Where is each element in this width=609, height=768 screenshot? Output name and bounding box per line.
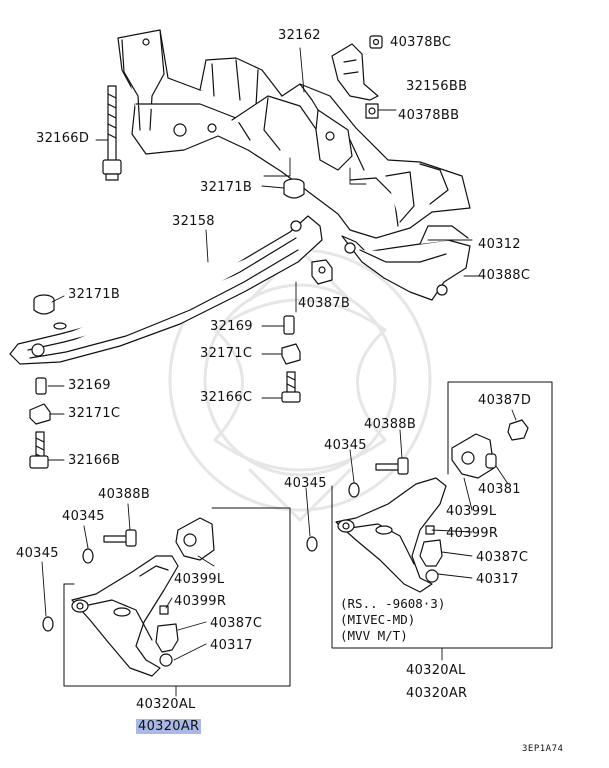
left-fastener-stack [29,377,51,469]
application-note-line-3: (MVV M/T) [340,628,408,643]
application-note-line-2: (MIVEC-MD) [340,612,416,627]
label-40387D[interactable]: 40387D [478,393,532,408]
bushing-32171B-left [33,294,55,315]
label-40399R-right[interactable]: 40399R [446,526,499,541]
nut-40387B [311,259,333,285]
label-40388B-left[interactable]: 40388B [98,487,151,502]
label-40378BC[interactable]: 40378BC [390,35,452,50]
diagram-code: 3EP1A74 [522,744,564,754]
label-32171B-upper[interactable]: 32171B [200,180,253,195]
label-32171B-left[interactable]: 32171B [68,287,121,302]
crossmember-32162 [117,29,471,301]
right-arm-group [305,381,553,661]
label-40345-right-upper[interactable]: 40345 [324,438,367,453]
label-40320AL-left[interactable]: 40320AL [136,697,196,712]
bushing-32171B-upper [283,178,305,199]
label-40387B[interactable]: 40387B [298,296,351,311]
center-fastener-stack [281,315,301,403]
label-40317-left[interactable]: 40317 [210,638,253,653]
label-40399L-right[interactable]: 40399L [446,504,497,519]
bracket-32156BB [331,35,383,119]
label-40388C[interactable]: 40388C [478,268,531,283]
bolt-32166D [102,85,122,181]
label-32166D[interactable]: 32166D [36,131,90,146]
label-40378BB[interactable]: 40378BB [398,108,460,123]
label-40345-left-lower[interactable]: 40345 [16,546,59,561]
label-32169-left[interactable]: 32169 [68,378,111,393]
label-40317-right[interactable]: 40317 [476,572,519,587]
label-40345-right-lower[interactable]: 40345 [284,476,327,491]
label-40320AL-right[interactable]: 40320AL [406,663,466,678]
label-40312[interactable]: 40312 [478,237,521,252]
label-32166C[interactable]: 32166C [200,390,253,405]
label-32171C-left[interactable]: 32171C [68,406,121,421]
label-32166B[interactable]: 32166B [68,453,121,468]
label-32158[interactable]: 32158 [172,214,215,229]
plate-32158 [9,215,323,365]
label-40388B-right[interactable]: 40388B [364,417,417,432]
label-40320AR-left-highlighted[interactable]: 40320AR [136,719,202,734]
label-40387C-left[interactable]: 40387C [210,616,263,631]
label-40387C-right[interactable]: 40387C [476,550,529,565]
leader-lines-upper [47,47,305,461]
label-32156BB[interactable]: 32156BB [406,79,468,94]
label-40345-left-upper[interactable]: 40345 [62,509,105,524]
label-40381[interactable]: 40381 [478,482,521,497]
label-32171C-center[interactable]: 32171C [200,346,253,361]
label-32162[interactable]: 32162 [278,28,321,43]
label-40320AR-right[interactable]: 40320AR [406,686,468,701]
label-40399R-left[interactable]: 40399R [174,594,227,609]
guide-lines [263,41,481,277]
left-arm-group [41,503,291,697]
label-40399L-left[interactable]: 40399L [174,572,225,587]
application-note-line-1: (RS.. -9608·3) [340,596,446,611]
label-32169-center[interactable]: 32169 [210,319,253,334]
